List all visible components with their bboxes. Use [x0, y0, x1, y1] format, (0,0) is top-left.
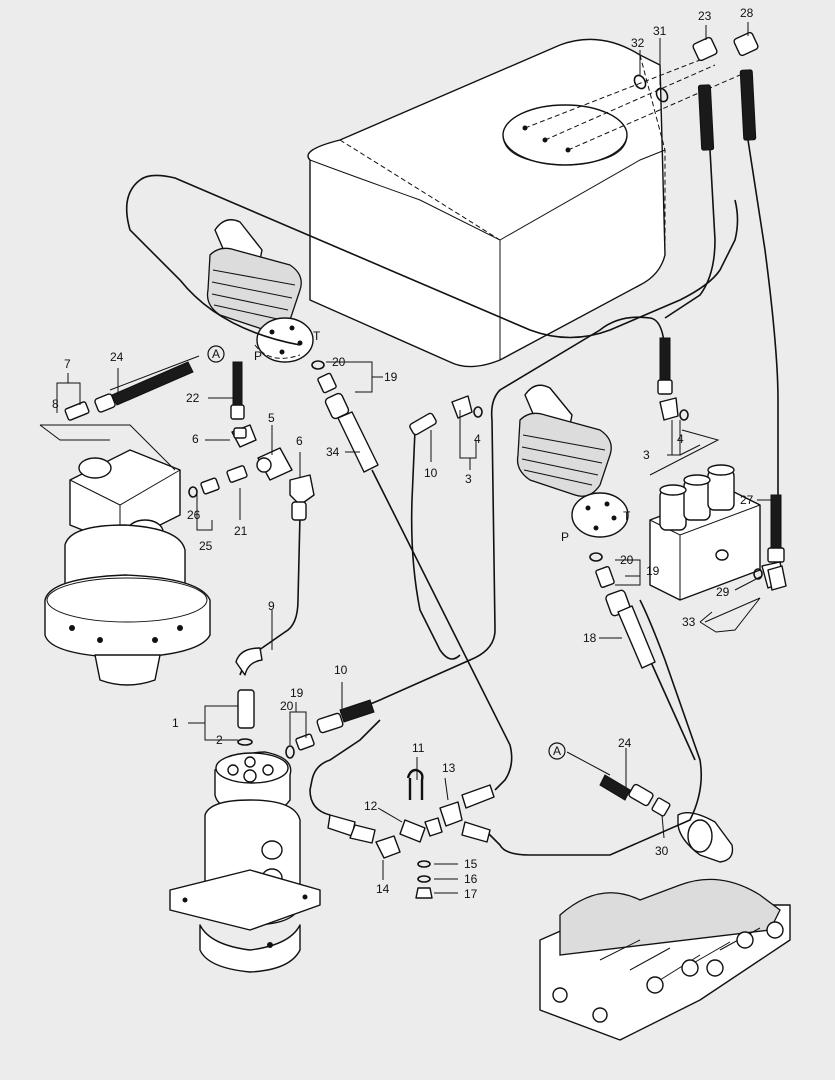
callout-32: 32: [631, 36, 645, 50]
swing-motor: [44, 449, 211, 686]
callout-16: 16: [464, 872, 478, 886]
callout-19-lower: 19: [290, 686, 304, 700]
callout-7: 7: [64, 357, 71, 371]
callout-31: 31: [653, 24, 667, 38]
hose-pilot-right-supply: [339, 316, 666, 713]
port-t-right: T: [623, 509, 631, 523]
elbow-3-upper: [451, 395, 483, 419]
fittings-19-20-upper: [311, 360, 337, 394]
callout-4-right: 4: [677, 432, 684, 446]
fitting-7: [64, 401, 90, 421]
main-control-valve: [539, 812, 791, 1041]
solenoid-valve-block: [649, 464, 761, 601]
callout-29: 29: [716, 585, 730, 599]
callout-24-lower: 24: [618, 736, 632, 750]
port-t-left: T: [313, 329, 321, 343]
pilot-valve-right: [516, 384, 629, 538]
hose-3-4-right: [657, 337, 689, 421]
callout-33: 33: [682, 615, 696, 629]
callout-1: 1: [172, 716, 179, 730]
hose-18: [605, 589, 656, 669]
callout-27: 27: [740, 493, 754, 507]
fittings-21-26: [188, 465, 248, 498]
callout-3-upper: 3: [465, 472, 472, 486]
hose-10-upper-run: [410, 429, 461, 660]
hose-right-loop: [484, 599, 703, 856]
callout-10-upper: 10: [424, 466, 438, 480]
callout-19-upper: 19: [384, 370, 398, 384]
callout-5: 5: [268, 411, 275, 425]
hose-10-lower: [316, 699, 375, 734]
port-p-right: P: [561, 530, 569, 544]
hose-34-run: [371, 469, 513, 791]
hose-28: [733, 31, 759, 141]
callout-12: 12: [364, 799, 378, 813]
callout-14: 14: [376, 882, 390, 896]
pilot-valve-left: [206, 219, 314, 363]
callout-10-lower: 10: [334, 663, 348, 677]
hose-22: [230, 361, 245, 420]
reference-a-lower-label: A: [553, 744, 561, 758]
callout-19-right: 19: [646, 564, 660, 578]
hose-9-end: [235, 501, 307, 676]
fitting-33-29: [767, 565, 787, 591]
leader-lines: [39, 22, 772, 894]
callout-8: 8: [52, 397, 59, 411]
hose-left-return: [309, 719, 381, 816]
reference-a-lower: A: [548, 742, 566, 760]
callout-22: 22: [186, 391, 200, 405]
callout-21: 21: [234, 524, 248, 538]
callout-23: 23: [698, 9, 712, 23]
callout-28: 28: [740, 6, 754, 20]
callout-13: 13: [442, 761, 456, 775]
callout-15: 15: [464, 857, 478, 871]
center-joint: [169, 751, 321, 973]
callout-6-right: 6: [296, 434, 303, 448]
orings-31-32: [633, 74, 669, 103]
port-p-left: P: [254, 349, 262, 363]
fittings-19-20-right: [589, 552, 615, 588]
callout-30: 30: [655, 844, 669, 858]
fittings-19-20-lower: [285, 733, 315, 759]
callout-labels: 1 2 3 3 4 4 5 6 6 7 8 9 10 10 11 12 13 1…: [52, 6, 754, 901]
callout-34: 34: [326, 445, 340, 459]
hydraulic-tank: [307, 38, 741, 368]
callout-20-right: 20: [620, 553, 634, 567]
callout-6-left: 6: [192, 432, 199, 446]
callout-20-lower: 20: [280, 699, 294, 713]
callout-24-upper: 24: [110, 350, 124, 364]
callout-18: 18: [583, 631, 597, 645]
callout-11: 11: [412, 741, 425, 755]
callout-4-upper: 4: [474, 432, 481, 446]
hose-18-run: [649, 659, 696, 761]
callout-9: 9: [268, 599, 275, 613]
hose-pilot-left-return: [125, 174, 739, 346]
callout-25: 25: [199, 539, 213, 553]
callout-2: 2: [216, 733, 223, 747]
hose-24-upper: [94, 361, 194, 413]
hose-23: [692, 36, 718, 151]
hose-12-14-group: [327, 768, 495, 899]
hose-10-upper: [409, 412, 437, 436]
reference-a-upper-label: A: [212, 347, 220, 361]
elbow-6-left: [231, 424, 257, 448]
hose-24-lower: [599, 774, 671, 817]
callout-26: 26: [187, 508, 201, 522]
elbow-6-right: [289, 474, 315, 506]
tee-5: [256, 447, 293, 481]
callout-17: 17: [464, 887, 478, 901]
callout-3-right: 3: [643, 448, 650, 462]
reference-a-upper: A: [207, 345, 225, 363]
hose-23-run: [664, 149, 716, 319]
hose-34: [324, 392, 379, 473]
callout-20-upper: 20: [332, 355, 346, 369]
hose-27-run: [747, 139, 779, 495]
fitting-1: [237, 689, 255, 746]
